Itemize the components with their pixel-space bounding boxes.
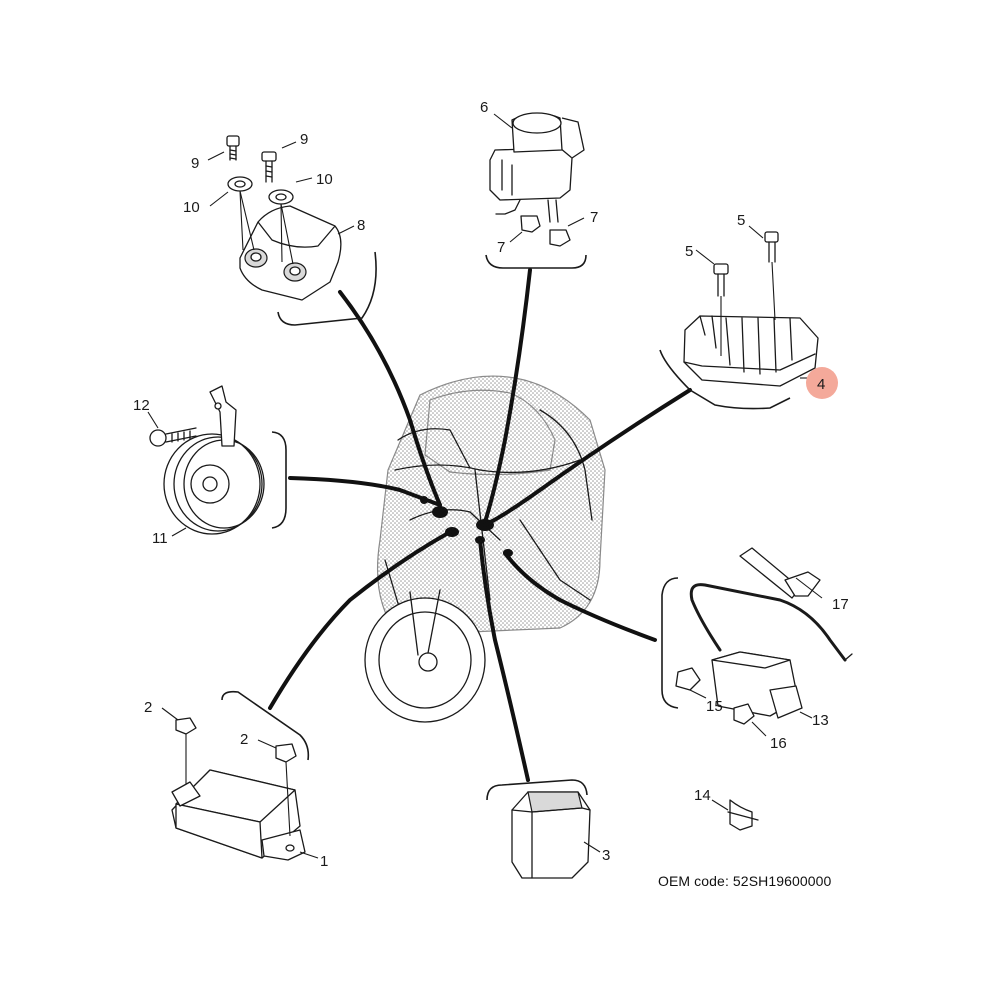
part-11-assembly — [149, 385, 265, 535]
callout-12: 12 — [133, 397, 150, 414]
oem-code-label: OEM code: 52SH19600000 — [658, 873, 832, 889]
motorcycle-ghost — [364, 375, 606, 723]
part-4-assembly — [683, 231, 819, 387]
callout-10-left: 10 — [183, 199, 200, 216]
part-3-assembly — [511, 791, 591, 879]
leader-lines — [268, 268, 692, 782]
callout-15: 15 — [706, 698, 723, 715]
callout-9-left: 9 — [191, 155, 199, 172]
part-8-assembly — [226, 135, 342, 301]
callout-7-left: 7 — [497, 239, 505, 256]
callout-4: 4 — [817, 376, 825, 393]
callout-11: 11 — [152, 530, 168, 547]
callout-5-left: 5 — [685, 243, 693, 260]
callout-2-right: 2 — [240, 731, 248, 748]
part-6-assembly — [489, 112, 585, 247]
callout-17: 17 — [832, 596, 849, 613]
callout-8: 8 — [357, 217, 365, 234]
highlight-circle-4 — [806, 367, 838, 399]
callout-14: 14 — [694, 787, 711, 804]
callout-7-right: 7 — [590, 209, 598, 226]
callout-9-right: 9 — [300, 131, 308, 148]
callout-2-left: 2 — [144, 699, 152, 716]
callout-labels: 9 9 10 10 8 6 7 7 5 5 4 12 11 17 15 13 1… — [133, 99, 849, 870]
callout-16: 16 — [770, 735, 787, 752]
brackets — [221, 251, 791, 801]
callout-10-right: 10 — [316, 171, 333, 188]
part-13-assembly — [675, 547, 853, 831]
callout-1: 1 — [320, 853, 328, 870]
callout-leaders — [147, 113, 823, 859]
part-1-assembly — [171, 717, 306, 861]
callout-5-top: 5 — [737, 212, 745, 229]
callout-3: 3 — [602, 847, 610, 864]
callout-13: 13 — [812, 712, 829, 729]
callout-6: 6 — [480, 99, 488, 116]
